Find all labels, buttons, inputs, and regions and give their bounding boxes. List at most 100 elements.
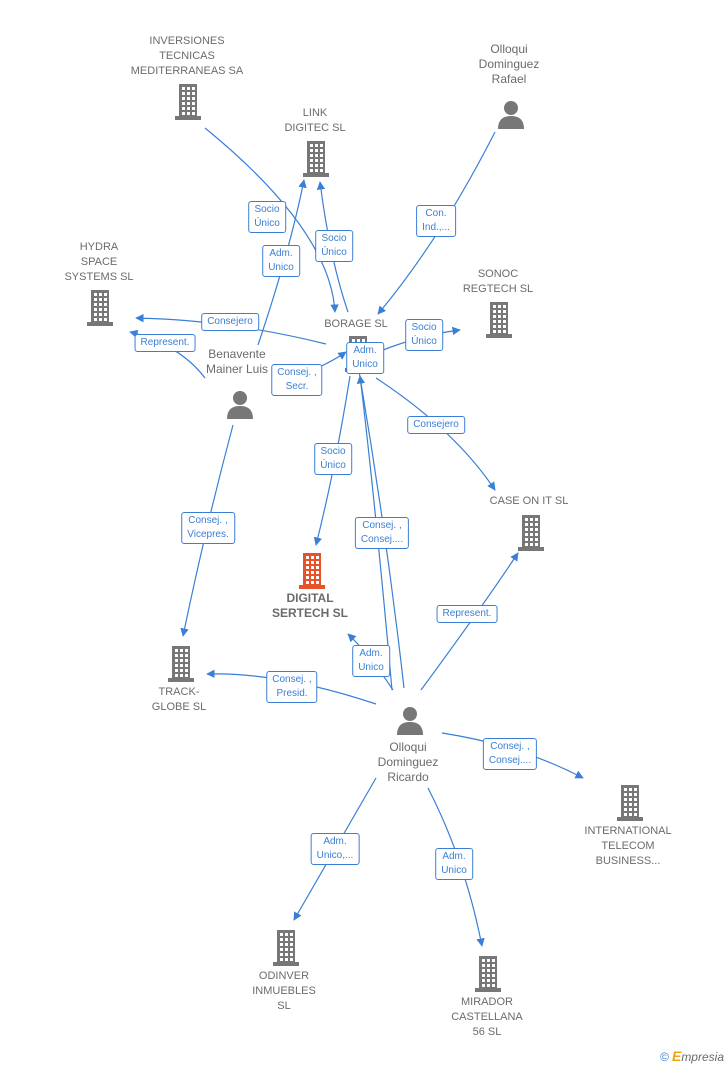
edge-label-line: Consej. , — [490, 741, 530, 752]
edge-label-borage-hydra[interactable]: Consejero — [201, 313, 259, 331]
edge-label-line: Consej.... — [488, 755, 532, 766]
edge-label-line: Unico,... — [316, 850, 354, 861]
edge-label-borage-case[interactable]: Consejero — [407, 416, 465, 434]
node-hydra[interactable]: HYDRA SPACE SYSTEMS SL — [64, 240, 133, 285]
person-icon[interactable] — [395, 705, 425, 740]
node-case-on-it[interactable]: CASE ON IT SL — [490, 494, 569, 509]
edge-label-borage-digital[interactable]: Socio Único — [314, 443, 352, 475]
edge-label-line: Adm. — [359, 648, 383, 659]
building-icon[interactable] — [166, 646, 196, 687]
node-label-line: TRACK- — [158, 686, 200, 698]
edge-label-line: Consejero — [413, 419, 459, 430]
building-icon[interactable] — [473, 956, 503, 997]
node-link[interactable]: LINK DIGITEC SL — [284, 106, 345, 136]
edge-label-ricardo-borage[interactable]: Adm. Unico — [346, 342, 384, 374]
building-icon[interactable] — [516, 515, 546, 556]
node-label-line: Benavente — [208, 347, 266, 361]
edge-label-rafael-borage[interactable]: Con. Ind.,... — [416, 205, 456, 237]
edge-label-ricardo-borage-2[interactable]: Consej. , Consej.... — [354, 517, 410, 549]
building-icon[interactable] — [615, 785, 645, 826]
node-label-line: SYSTEMS SL — [64, 271, 134, 283]
edge-label-borage-sonoc[interactable]: Socio Único — [405, 319, 443, 351]
edge-label-line: Consej. , — [272, 674, 312, 685]
node-label-line: CASTELLANA — [451, 1011, 523, 1023]
node-odinver[interactable]: ODINVER INMUEBLES SL — [252, 969, 316, 1014]
node-label-line: LINK — [302, 107, 328, 119]
brand-initial: E — [671, 1048, 682, 1064]
node-label-line: SONOC — [477, 268, 519, 280]
edge-label-ricardo-digital[interactable]: Adm. Unico — [352, 645, 390, 677]
node-label-line: INTERNATIONAL — [584, 825, 672, 837]
edge-label-benavente-borage[interactable]: Consej. , Secr. — [271, 364, 323, 396]
node-label-line: BUSINESS... — [595, 855, 661, 867]
person-icon[interactable] — [225, 389, 255, 424]
node-label-line: DIGITAL — [286, 591, 334, 605]
person-icon[interactable] — [496, 99, 526, 134]
node-label-line: Dominguez — [478, 57, 540, 71]
edge-label-line: Consejero — [207, 316, 253, 327]
edge-label-line: Represent. — [140, 337, 190, 348]
node-inversiones[interactable]: INVERSIONES TECNICAS MEDITERRANEAS SA — [131, 34, 243, 79]
edge-label-line: Adm. — [353, 345, 377, 356]
edge-label-line: Único — [321, 247, 347, 258]
node-label-line: 56 SL — [472, 1026, 502, 1038]
node-label-line: TECNICAS — [159, 50, 215, 62]
node-label-line: Olloqui — [389, 740, 427, 754]
node-label-line: TELECOM — [601, 840, 655, 852]
building-icon[interactable] — [484, 302, 514, 343]
node-mirador[interactable]: MIRADOR CASTELLANA 56 SL — [451, 995, 523, 1040]
building-icon[interactable] — [301, 141, 331, 182]
node-label-line: ODINVER — [258, 970, 310, 982]
edge-label-ricardo-case[interactable]: Represent. — [436, 605, 498, 623]
copyright-icon: © — [660, 1050, 669, 1064]
edge-label-inversiones-borage[interactable]: Socio Único — [248, 201, 286, 233]
node-label-line: CASE ON IT SL — [489, 495, 569, 507]
brand-logo: ©Empresia — [660, 1048, 724, 1064]
edge-label-line: Socio — [320, 446, 346, 457]
edge-label-line: Unico — [268, 262, 294, 273]
node-label-line: INMUEBLES — [252, 985, 316, 997]
node-olloqui-rafael[interactable]: Olloqui Dominguez Rafael — [479, 42, 540, 87]
edge-ricardo-borage — [356, 375, 393, 691]
edge-label-ricardo-track[interactable]: Consej. , Presid. — [266, 671, 318, 703]
edge-label-line: Socio — [321, 233, 347, 244]
edge-label-line: Consej.... — [360, 534, 404, 545]
edge-label-line: Represent. — [442, 608, 492, 619]
edge-label-borage-link[interactable]: Socio Único — [315, 230, 353, 262]
node-label-line: GLOBE SL — [151, 701, 207, 713]
building-icon[interactable] — [173, 84, 203, 125]
edge-label-benavente-hydra[interactable]: Represent. — [134, 334, 196, 352]
edge-label-ricardo-international[interactable]: Consej. , Consej.... — [482, 738, 538, 770]
edge-label-line: Único — [320, 460, 346, 471]
edge-label-benavente-link[interactable]: Adm. Unico — [262, 245, 300, 277]
node-label-line: Dominguez — [377, 755, 439, 769]
node-olloqui-ricardo[interactable]: Olloqui Dominguez Ricardo — [378, 740, 439, 785]
edge-label-line: Adm. — [442, 851, 466, 862]
edge-label-line: Socio — [254, 204, 280, 215]
node-label-line: MEDITERRANEAS SA — [130, 65, 244, 77]
edge-label-ricardo-mirador[interactable]: Adm. Unico — [435, 848, 473, 880]
building-icon[interactable] — [271, 930, 301, 971]
node-label-line: REGTECH SL — [462, 283, 534, 295]
edge-label-line: Presid. — [276, 688, 308, 699]
edge-label-line: Consej. , — [362, 520, 402, 531]
edge-label-line: Unico — [441, 865, 467, 876]
edge-label-line: Secr. — [285, 381, 309, 392]
edge-label-ricardo-odinver[interactable]: Adm. Unico,... — [310, 833, 360, 865]
node-label-line: BORAGE SL — [324, 318, 388, 330]
edge-borage-case — [375, 377, 496, 491]
building-icon[interactable] — [85, 290, 115, 331]
edge-label-line: Unico — [352, 359, 378, 370]
node-international-telecom[interactable]: INTERNATIONAL TELECOM BUSINESS... — [584, 824, 671, 869]
edge-label-line: Único — [411, 336, 437, 347]
edge-label-line: Adm. — [323, 836, 347, 847]
building-icon[interactable] — [297, 553, 327, 594]
node-digital-sertech[interactable]: DIGITAL SERTECH SL — [272, 591, 348, 621]
node-sonoc[interactable]: SONOC REGTECH SL — [463, 267, 533, 297]
edge-label-benavente-track[interactable]: Consej. , Vicepres. — [181, 512, 235, 544]
node-borage[interactable]: BORAGE SL — [324, 317, 388, 332]
edge-label-line: Socio — [411, 322, 437, 333]
node-track-globe[interactable]: TRACK- GLOBE SL — [152, 685, 206, 715]
node-benavente[interactable]: Benavente Mainer Luis — [206, 347, 268, 377]
